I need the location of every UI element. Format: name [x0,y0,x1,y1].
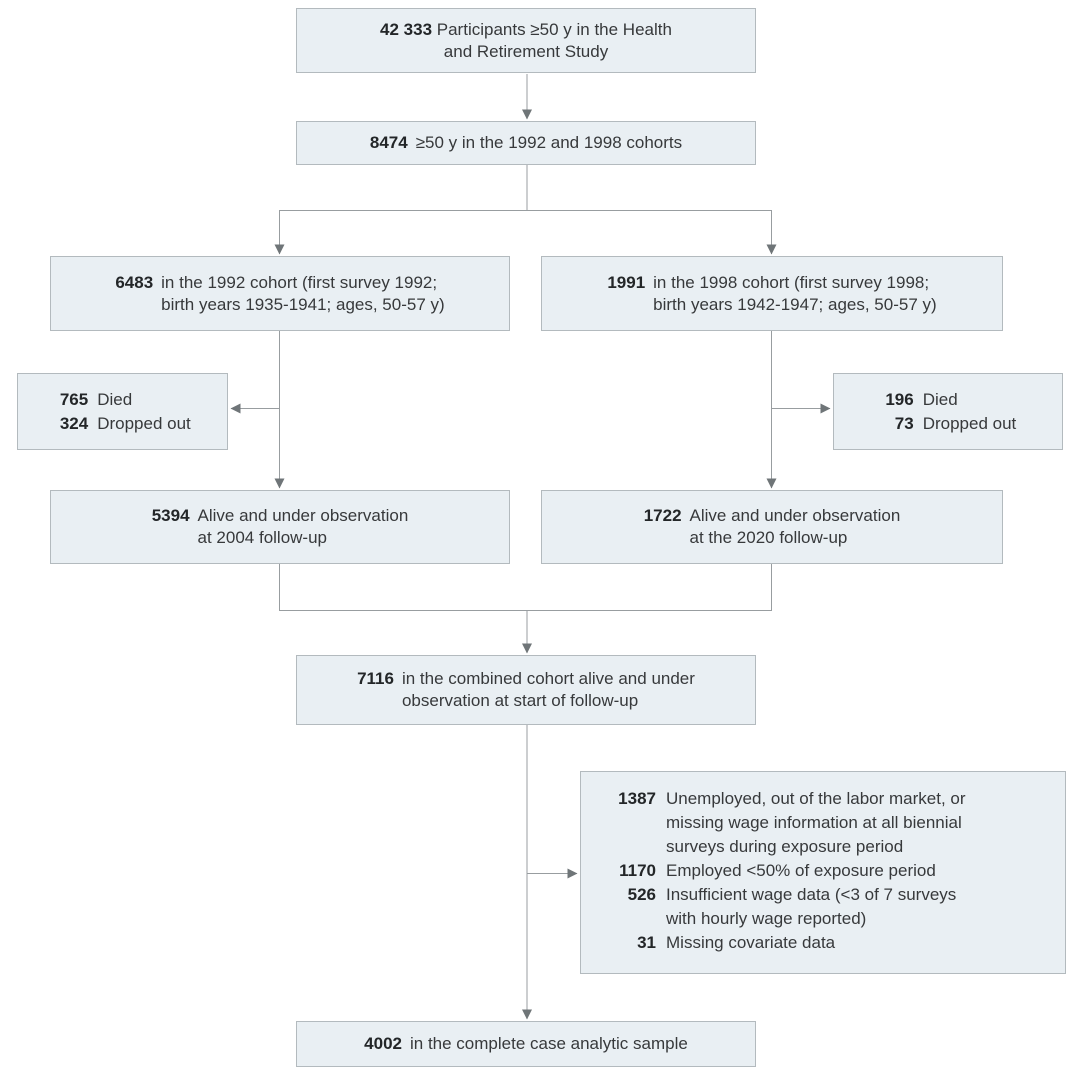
attrition-1992-dropped: 324 Dropped out [59,413,191,433]
box-attrition-1992: 765 Died 324 Dropped out [17,373,228,450]
label-cohort-1998-line1: in the 1998 cohort (first survey 1998; [653,272,930,292]
count-combined: 7116 [357,669,394,688]
count-cohort-1998: 1991 [607,272,646,292]
attrition-1998-dropped: 73 Dropped out [894,413,1017,433]
count-alive-1992: 5394 [151,506,190,525]
line-split-cohorts [279,165,772,211]
box-alive-1998: 1722 Alive and under observation at the … [541,490,1003,564]
label-final: in the complete case analytic sample [410,1034,688,1053]
count-final: 4002 [364,1034,402,1053]
box-alive-1992: 5394 Alive and under observation at 2004… [50,490,510,564]
box-eligible-cohorts: 8474 ≥50 y in the 1992 and 1998 cohorts [296,121,756,165]
label-alive-1992-line2: at 2004 follow-up [197,528,328,547]
label-cohort-1998-line2: birth years 1942-1947; ages, 50-57 y) [653,294,937,314]
label-alive-1998-line2: at the 2020 follow-up [689,528,848,547]
exclusion-employed-lt50: 1170 Employed <50% of exposure period [619,861,936,880]
count-total: 42 333 [380,19,433,39]
label-combined-line2: observation at start of follow-up [401,691,639,710]
box-attrition-1998: 196 Died 73 Dropped out [833,373,1063,450]
count-cohort-1992: 6483 [115,272,154,292]
count-eligible: 8474 [369,133,408,152]
box-participants-total: 42 333 Participants ≥50 y in the Health … [296,8,756,73]
box-cohort-1998: 1991 in the 1998 cohort (first survey 19… [541,256,1003,331]
box-combined-cohort: 7116 in the combined cohort alive and un… [296,655,756,725]
label-cohort-1992-line1: in the 1992 cohort (first survey 1992; [161,272,438,292]
label-eligible: ≥50 y in the 1992 and 1998 cohorts [415,133,683,152]
count-alive-1998: 1722 [643,506,682,525]
label-alive-1998-line1: Alive and under observation [689,506,901,525]
label-total-line2: and Retirement Study [443,41,609,61]
label-total-line1: Participants ≥50 y in the Health [436,19,672,39]
box-cohort-1992: 6483 in the 1992 cohort (first survey 19… [50,256,510,331]
box-exclusions: 1387 Unemployed, out of the labor market… [580,771,1066,974]
line-merge-cohorts [279,564,772,611]
exclusion-insufficient-wage: 526 Insufficient wage data (<3 of 7 surv… [627,885,957,928]
box-analytic-sample: 4002 in the complete case analytic sampl… [296,1021,756,1067]
exclusion-missing-covariate: 31 Missing covariate data [637,933,836,952]
label-cohort-1992-line2: birth years 1935-1941; ages, 50-57 y) [161,294,445,314]
attrition-1992-died: 765 Died [59,389,133,409]
attrition-1998-died: 196 Died [885,389,958,409]
label-alive-1992-line1: Alive and under observation [197,506,409,525]
label-combined-line1: in the combined cohort alive and under [401,669,695,688]
exclusion-unemployed: 1387 Unemployed, out of the labor market… [618,789,966,856]
